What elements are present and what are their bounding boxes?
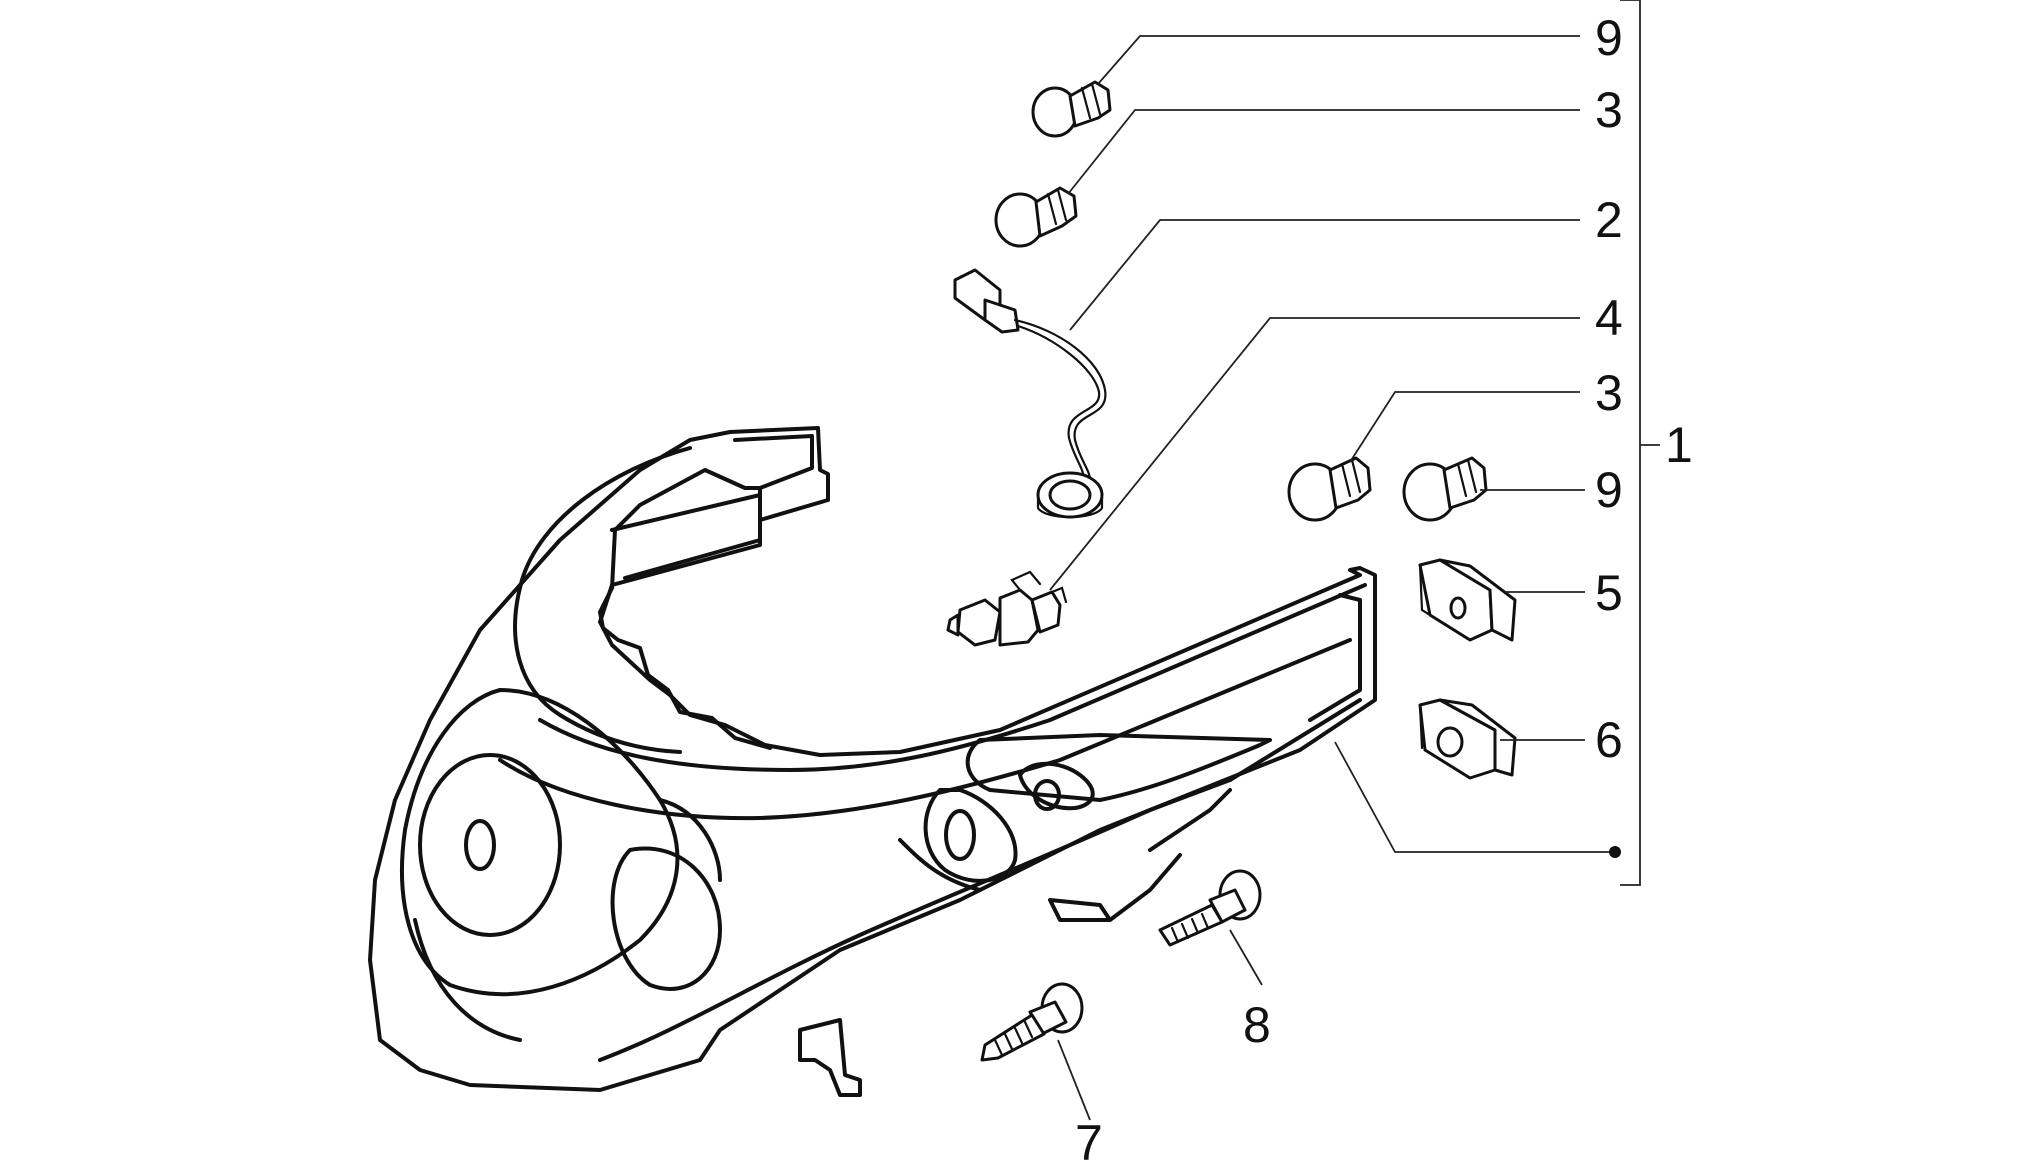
callout-6: 6 — [1595, 712, 1623, 768]
callout-9-mid: 9 — [1595, 462, 1623, 518]
headlight-housing — [368, 426, 1377, 1097]
screw-8 — [1158, 869, 1262, 947]
clip-nut-5 — [1418, 558, 1517, 642]
halogen-bulb-4 — [946, 570, 1068, 647]
callout-2: 2 — [1595, 192, 1623, 248]
bulb-socket-wire-2 — [953, 268, 1107, 519]
small-bulb-9-mid — [1402, 456, 1488, 522]
callout-3-top: 3 — [1595, 82, 1623, 138]
callout-5: 5 — [1595, 565, 1623, 621]
callout-8: 8 — [1243, 997, 1271, 1053]
spring-clip-6 — [1418, 698, 1517, 780]
callout-9-top: 9 — [1595, 10, 1623, 66]
small-bulb-3-top — [994, 186, 1078, 248]
callout-1: 1 — [1665, 417, 1693, 473]
small-bulb-3-mid — [1287, 456, 1372, 522]
small-bulb-9-top — [1031, 80, 1112, 138]
callout-7: 7 — [1075, 1115, 1103, 1165]
callout-3-mid: 3 — [1595, 365, 1623, 421]
callout-4: 4 — [1595, 290, 1623, 346]
leader-dot — [1609, 846, 1621, 858]
leader-lines — [1049, 0, 1660, 1121]
screw-7 — [980, 982, 1084, 1062]
